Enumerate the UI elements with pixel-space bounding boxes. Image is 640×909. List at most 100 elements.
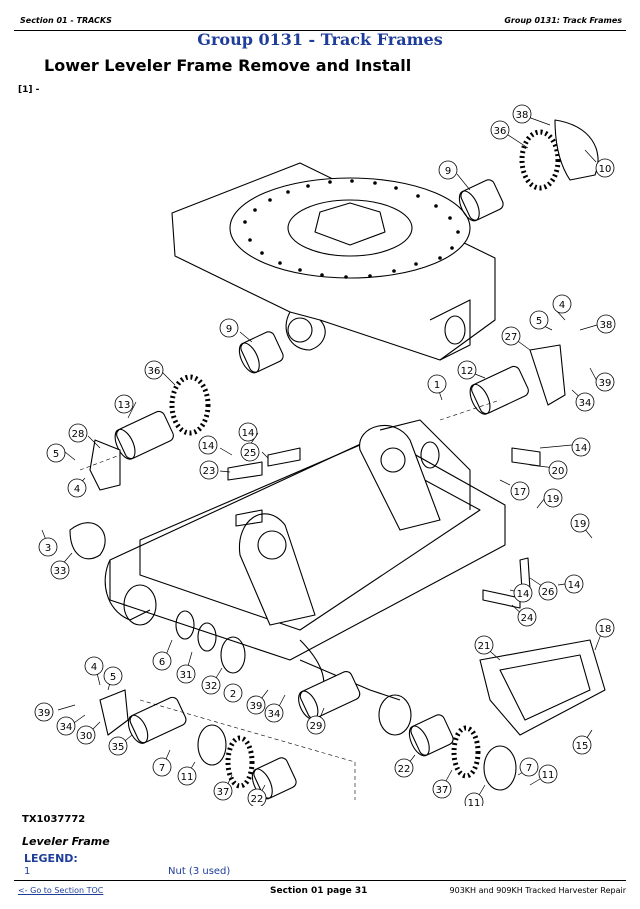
svg-text:37: 37 <box>436 785 449 796</box>
leader-lines <box>41 116 604 803</box>
svg-text:39: 39 <box>250 701 263 712</box>
callout-39: 39 <box>595 372 615 392</box>
callout-11: 11 <box>464 792 484 812</box>
group-label: Group 0131: Track Frames <box>504 16 622 25</box>
svg-text:34: 34 <box>579 398 592 409</box>
callout-14: 14 <box>238 422 258 442</box>
callout-28: 28 <box>68 423 88 443</box>
callout-32: 32 <box>201 675 221 695</box>
svg-text:34: 34 <box>60 722 73 733</box>
callout-2: 2 <box>223 683 243 703</box>
callout-9: 9 <box>438 160 458 180</box>
callout-34: 34 <box>575 392 595 412</box>
svg-text:30: 30 <box>80 731 93 742</box>
svg-text:10: 10 <box>599 164 612 175</box>
svg-text:35: 35 <box>112 742 125 753</box>
svg-text:7: 7 <box>526 763 532 774</box>
page-number: Section 01 page 31 <box>270 886 368 896</box>
callout-37: 37 <box>213 781 233 801</box>
callout-10: 10 <box>595 158 615 178</box>
callout-37: 37 <box>432 779 452 799</box>
svg-text:5: 5 <box>53 449 59 460</box>
callout-14: 14 <box>198 435 218 455</box>
callout-34: 34 <box>56 716 76 736</box>
page-footer: <- Go to Section TOC Section 01 page 31 … <box>14 880 626 901</box>
callout-27: 27 <box>501 326 521 346</box>
svg-text:2: 2 <box>230 689 236 700</box>
callout-15: 15 <box>572 735 592 755</box>
callout-22: 22 <box>247 788 267 808</box>
svg-text:19: 19 <box>547 494 560 505</box>
svg-text:32: 32 <box>205 681 218 692</box>
svg-text:14: 14 <box>242 428 255 439</box>
svg-text:15: 15 <box>576 741 589 752</box>
callout-5: 5 <box>529 310 549 330</box>
svg-text:24: 24 <box>521 613 534 624</box>
callout-5: 5 <box>46 443 66 463</box>
callout-31: 31 <box>176 664 196 684</box>
callout-20: 20 <box>548 460 568 480</box>
procedure-title: Lower Leveler Frame Remove and Install <box>44 56 412 75</box>
svg-text:6: 6 <box>159 657 165 668</box>
svg-text:3: 3 <box>45 543 51 554</box>
leveler-frame-drawing: 38 36 10 9 4 5 38 27 12 1 39 34 9 36 13 … <box>34 104 616 812</box>
svg-text:12: 12 <box>461 366 474 377</box>
svg-text:5: 5 <box>110 672 116 683</box>
callout-23: 23 <box>199 460 219 480</box>
svg-text:9: 9 <box>445 166 451 177</box>
callout-36: 36 <box>144 360 164 380</box>
callout-25: 25 <box>240 442 260 462</box>
callout-4: 4 <box>84 656 104 676</box>
callout-39: 39 <box>34 702 54 722</box>
callout-30: 30 <box>76 725 96 745</box>
page-header: Section 01 - TRACKS Group 0131: Track Fr… <box>14 10 626 31</box>
callout-4: 4 <box>67 478 87 498</box>
svg-text:11: 11 <box>181 772 194 783</box>
svg-text:36: 36 <box>148 366 161 377</box>
callout-13: 13 <box>114 394 134 414</box>
callout-5: 5 <box>103 666 123 686</box>
figure-id: TX1037772 <box>22 814 86 825</box>
callout-11: 11 <box>177 766 197 786</box>
bushings-and-pins <box>114 179 529 800</box>
section-toc-link[interactable]: <- Go to Section TOC <box>18 886 104 895</box>
callout-29: 29 <box>306 715 326 735</box>
svg-text:38: 38 <box>600 320 613 331</box>
svg-text:39: 39 <box>599 378 612 389</box>
callout-22: 22 <box>394 758 414 778</box>
callout-14: 14 <box>571 437 591 457</box>
svg-text:39: 39 <box>38 708 51 719</box>
callout-34: 34 <box>264 703 284 723</box>
lower-frame-part <box>104 419 506 736</box>
upper-frame-part <box>171 162 496 361</box>
svg-text:22: 22 <box>251 794 264 805</box>
svg-text:14: 14 <box>575 443 588 454</box>
svg-text:1: 1 <box>434 380 440 391</box>
callout-6: 6 <box>152 651 172 671</box>
svg-text:11: 11 <box>468 798 481 806</box>
callout-38: 38 <box>596 314 616 334</box>
legend-heading: LEGEND: <box>24 852 78 865</box>
svg-text:36: 36 <box>494 126 507 137</box>
callout-24: 24 <box>517 607 537 627</box>
svg-text:11: 11 <box>542 770 555 781</box>
svg-text:14: 14 <box>202 441 215 452</box>
svg-text:4: 4 <box>74 484 80 495</box>
svg-text:4: 4 <box>91 662 97 673</box>
group-title: Group 0131 - Track Frames <box>197 30 443 49</box>
exploded-view-figure: 38 36 10 9 4 5 38 27 12 1 39 34 9 36 13 … <box>0 98 640 812</box>
svg-text:27: 27 <box>505 332 518 343</box>
figure-caption: Leveler Frame <box>22 835 110 848</box>
section-label: Section 01 - TRACKS <box>20 16 112 25</box>
svg-text:14: 14 <box>568 580 581 591</box>
svg-text:34: 34 <box>268 709 281 720</box>
svg-text:25: 25 <box>244 448 257 459</box>
callout-33: 33 <box>50 560 70 580</box>
callout-7: 7 <box>152 757 172 777</box>
callout-21: 21 <box>474 635 494 655</box>
svg-text:20: 20 <box>552 466 565 477</box>
callout-36: 36 <box>490 120 510 140</box>
callout-17: 17 <box>510 481 530 501</box>
callout-35: 35 <box>108 736 128 756</box>
callout-18: 18 <box>595 618 615 638</box>
